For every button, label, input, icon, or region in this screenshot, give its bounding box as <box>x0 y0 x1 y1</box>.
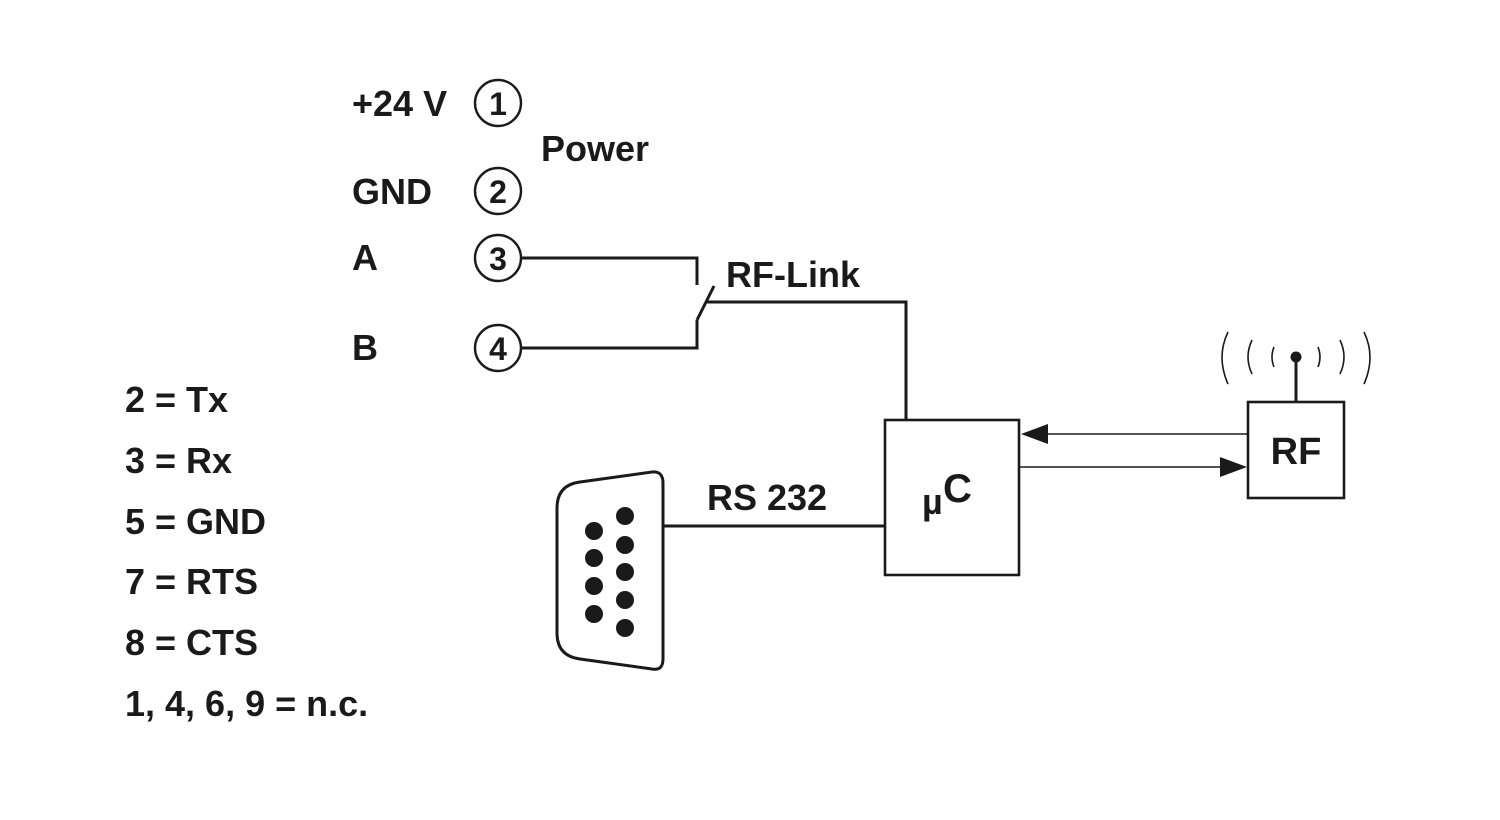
terminal-4-number: 4 <box>489 331 507 367</box>
terminal-4: 4 <box>473 323 523 373</box>
microcontroller-c: C <box>943 467 972 511</box>
rf-module-label: RF <box>1271 431 1322 473</box>
pin-legend-item: 3 = Rx <box>125 440 232 481</box>
microcontroller-mu: µ <box>922 481 943 522</box>
terminal-1-number: 1 <box>489 86 507 122</box>
rf-module-block: RF <box>1246 400 1346 500</box>
rf-to-uc-arrowhead <box>1021 424 1048 444</box>
pin-legend-item: 7 = RTS <box>125 561 258 602</box>
pin-legend: 2 = Tx 3 = Rx 5 = GND 7 = RTS 8 = CTS 1,… <box>125 379 368 724</box>
terminal-3-number: 3 <box>489 241 507 277</box>
terminal-3: 3 <box>473 233 523 283</box>
wire-terminal-4 <box>521 320 699 350</box>
pin-legend-item: 2 = Tx <box>125 379 228 420</box>
power-label: Power <box>541 128 649 169</box>
rs232-label: RS 232 <box>707 477 827 518</box>
wire-terminal-3 <box>521 256 699 285</box>
terminal-1: 1 <box>473 78 523 128</box>
antenna-icon <box>1221 331 1371 402</box>
terminal-4-signal: B <box>352 327 378 368</box>
wire-rf-link-to-uc <box>705 300 908 420</box>
pin-legend-item: 5 = GND <box>125 501 266 542</box>
terminal-2: 2 <box>473 166 523 216</box>
terminal-3-signal: A <box>352 237 378 278</box>
pin-legend-item: 8 = CTS <box>125 622 258 663</box>
terminal-2-number: 2 <box>489 174 507 210</box>
db9-connector-icon <box>555 470 665 671</box>
terminal-2-signal: GND <box>352 171 432 212</box>
microcontroller-block: µ C <box>883 418 1021 577</box>
rf-link-label: RF-Link <box>726 254 861 295</box>
pin-legend-item: 1, 4, 6, 9 = n.c. <box>125 683 368 724</box>
terminal-1-signal: +24 V <box>352 83 447 124</box>
uc-to-rf-arrowhead <box>1220 457 1247 477</box>
